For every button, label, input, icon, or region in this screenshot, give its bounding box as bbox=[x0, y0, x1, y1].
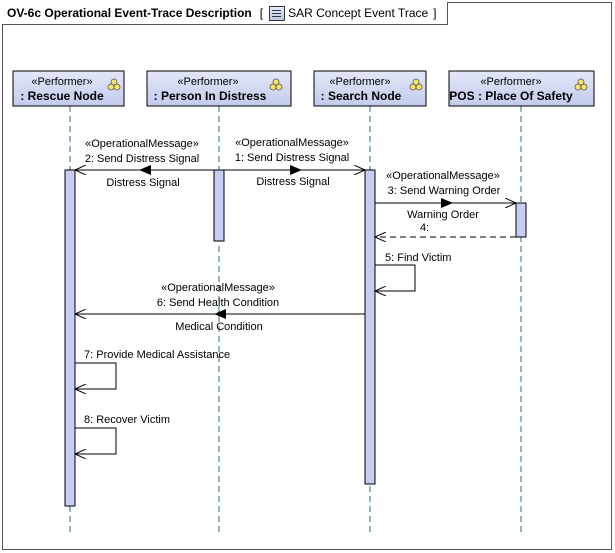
lifeline-stereotype: «Performer» bbox=[31, 76, 92, 88]
lifeline-search-node[interactable]: «Performer» : Search Node bbox=[313, 70, 427, 107]
message-stereotype: «OperationalMessage» bbox=[161, 282, 275, 294]
information-flow-arrowhead bbox=[441, 198, 453, 208]
performer-icon bbox=[269, 78, 283, 91]
activation-search[interactable] bbox=[364, 169, 376, 485]
bracket-close: ] bbox=[433, 6, 437, 20]
message-label: 2: Send Distress Signal bbox=[85, 153, 199, 165]
performer-icon bbox=[107, 78, 121, 91]
information-flow-arrowhead bbox=[139, 165, 151, 175]
message-label: 3: Send Warning Order bbox=[388, 185, 501, 197]
performer-icon bbox=[409, 78, 423, 91]
message-label: 6: Send Health Condition bbox=[157, 297, 279, 309]
lifeline-stereotype: «Performer» bbox=[480, 76, 541, 88]
diagram-name[interactable]: SAR Concept Event Trace bbox=[288, 6, 429, 20]
diagram-title: OV-6c Operational Event-Trace Descriptio… bbox=[7, 6, 252, 20]
lifeline-person-in-distress[interactable]: «Performer» : Person In Distress bbox=[146, 70, 292, 107]
message-stereotype: «OperationalMessage» bbox=[235, 137, 349, 149]
message-stereotype: «OperationalMessage» bbox=[85, 138, 199, 150]
information-flow-arrowhead bbox=[214, 309, 226, 319]
message-stereotype: «OperationalMessage» bbox=[386, 170, 500, 182]
lifeline-place-of-safety[interactable]: «Performer» POS : Place Of Safety bbox=[448, 70, 595, 107]
activation-person[interactable] bbox=[213, 169, 225, 242]
lifeline-name: : Rescue Node bbox=[20, 89, 104, 103]
message-5-self[interactable]: 5: Find Victim bbox=[375, 252, 451, 291]
lifeline-name: : Person In Distress bbox=[154, 89, 267, 103]
message-label: 8: Recover Victim bbox=[84, 414, 170, 426]
message-4-reply[interactable]: 4: bbox=[375, 222, 516, 237]
conveyed-item-label: Distress Signal bbox=[256, 176, 329, 188]
message-6[interactable]: «OperationalMessage» 6: Send Health Cond… bbox=[75, 282, 365, 333]
message-1[interactable]: «OperationalMessage» 1: Send Distress Si… bbox=[224, 137, 365, 188]
message-label: 7: Provide Medical Assistance bbox=[84, 349, 230, 361]
conveyed-item-label: Warning Order bbox=[407, 209, 479, 221]
self-message-arrow bbox=[375, 264, 416, 291]
self-message-arrow bbox=[75, 427, 117, 454]
message-3[interactable]: «OperationalMessage» 3: Send Warning Ord… bbox=[375, 170, 516, 221]
message-label: 5: Find Victim bbox=[385, 252, 451, 264]
activations bbox=[64, 169, 527, 507]
conveyed-item-label: Medical Condition bbox=[175, 321, 262, 333]
information-flow-arrowhead bbox=[290, 165, 302, 175]
activation-rescue[interactable] bbox=[64, 169, 76, 507]
lifeline-name: POS : Place Of Safety bbox=[449, 89, 573, 103]
message-8-self[interactable]: 8: Recover Victim bbox=[75, 414, 170, 454]
conveyed-item-label: Distress Signal bbox=[106, 177, 179, 189]
performer-icon bbox=[574, 78, 588, 91]
activation-pos[interactable] bbox=[515, 202, 527, 238]
sequence-diagram-icon bbox=[269, 5, 286, 21]
diagram-frame-tab: OV-6c Operational Event-Trace Descriptio… bbox=[2, 2, 448, 25]
self-message-arrow bbox=[75, 362, 117, 389]
lifeline-rescue-node[interactable]: «Performer» : Rescue Node bbox=[12, 70, 125, 107]
lifeline-name: : Search Node bbox=[321, 89, 402, 103]
lifeline-stereotype: «Performer» bbox=[177, 76, 238, 88]
message-label: 1: Send Distress Signal bbox=[235, 152, 349, 164]
bracket-open: [ bbox=[259, 6, 264, 20]
lifeline-stereotype: «Performer» bbox=[329, 76, 390, 88]
message-label: 4: bbox=[420, 222, 429, 234]
message-7-self[interactable]: 7: Provide Medical Assistance bbox=[75, 349, 230, 389]
message-2[interactable]: «OperationalMessage» 2: Send Distress Si… bbox=[75, 138, 214, 189]
